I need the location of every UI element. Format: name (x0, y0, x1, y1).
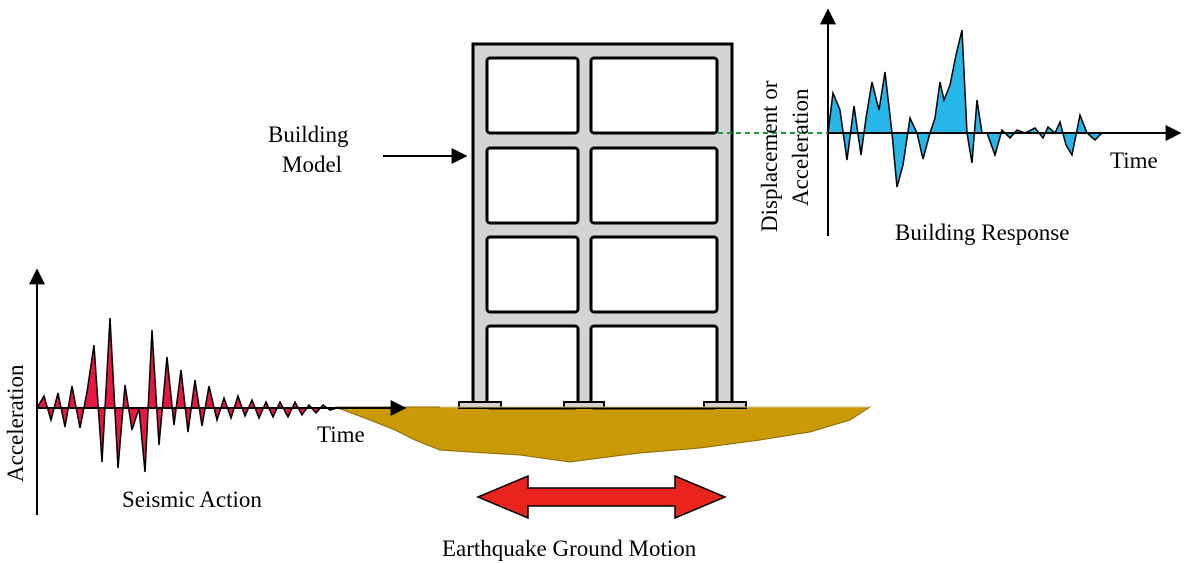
building-response-plot: Time Building Response Displacement or A… (718, 8, 1182, 245)
response-time-label: Time (1110, 148, 1158, 173)
building-response-label: Building Response (895, 220, 1069, 245)
ground-motion-label: Earthquake Ground Motion (442, 536, 697, 561)
ground (334, 406, 872, 463)
seismic-action-plot: Time Seismic Action Acceleration (3, 268, 407, 515)
building-model-label-line1: Building (268, 122, 349, 147)
building-frame (440, 42, 870, 410)
response-axis-label-line1: Displacement or (757, 80, 782, 232)
response-waveform (827, 29, 1110, 188)
building-model-label-line2: Model (282, 152, 342, 177)
seismic-time-label: Time (317, 422, 365, 447)
seismic-waveform (35, 317, 338, 473)
response-axis-label-line2: Acceleration (788, 88, 813, 206)
seismic-action-label: Seismic Action (122, 487, 262, 512)
seismic-axis-label: Acceleration (3, 364, 28, 482)
ground-motion-double-arrow (476, 474, 727, 520)
